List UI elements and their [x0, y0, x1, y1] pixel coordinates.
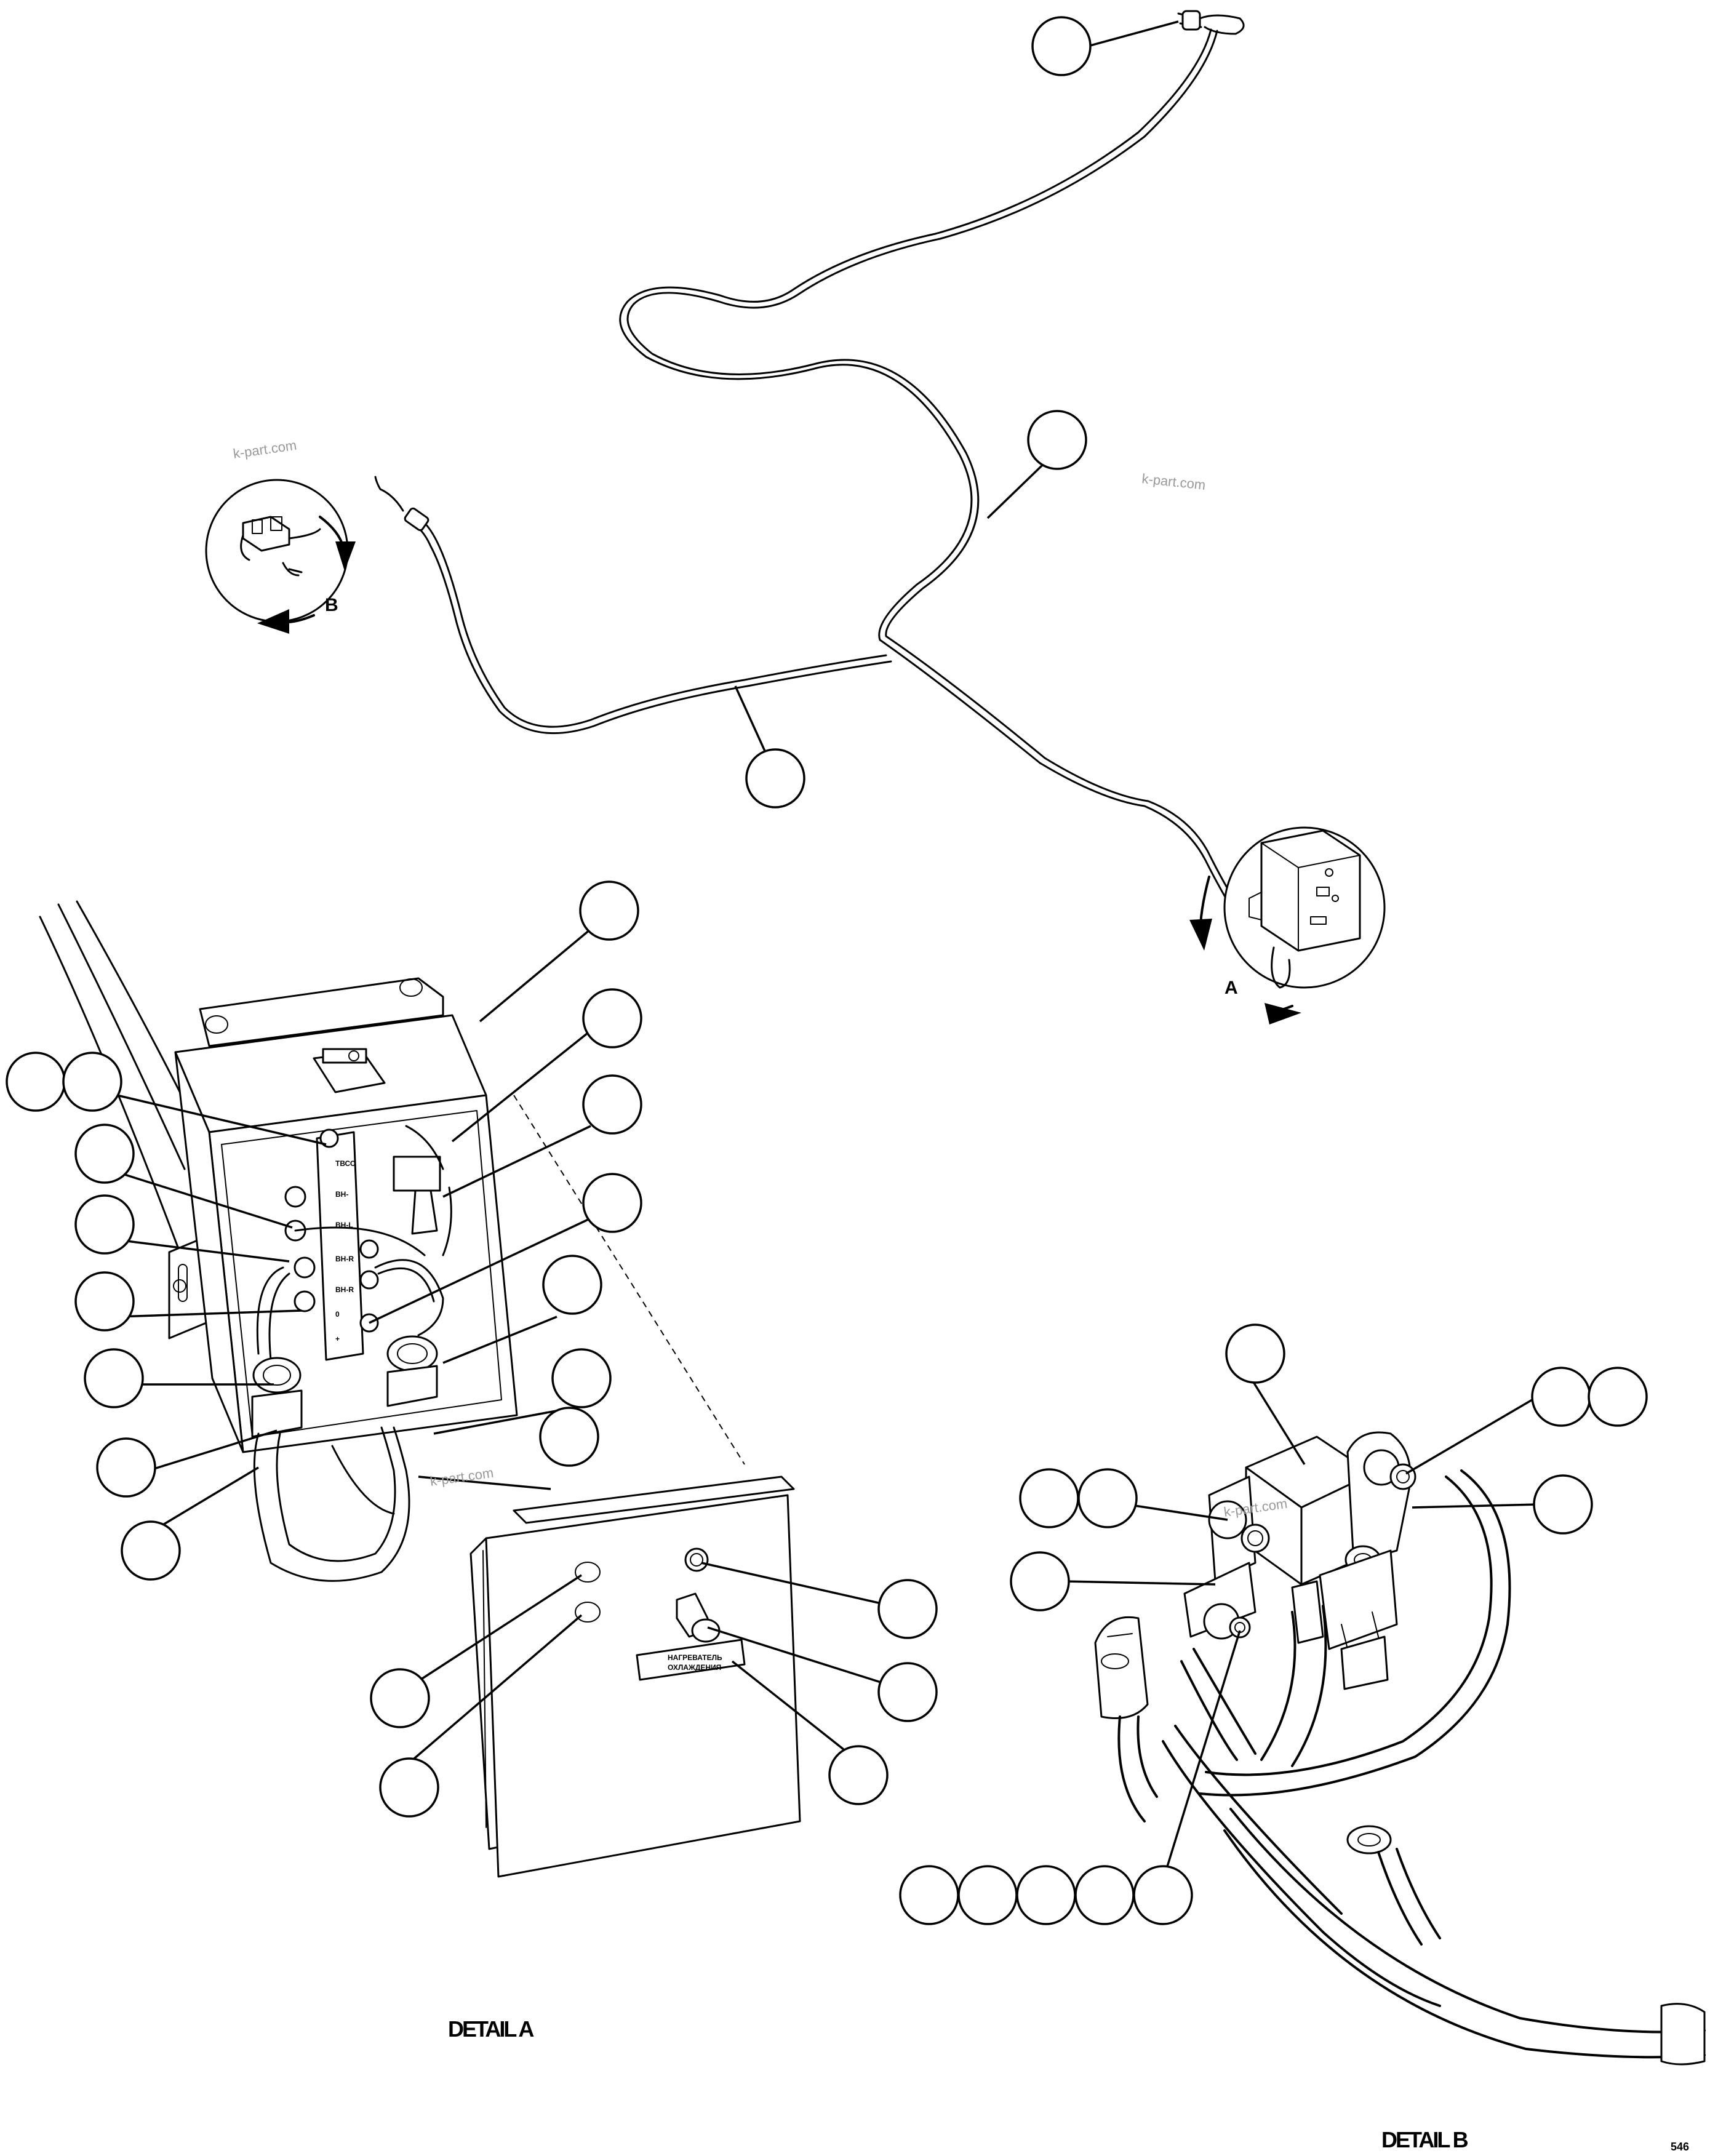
page-code: 546: [1671, 2141, 1689, 2153]
callout-marker: [542, 1255, 602, 1315]
callout-marker: [1533, 1474, 1593, 1535]
callout-marker: [899, 1865, 959, 1925]
watermark: k-part.com: [1141, 471, 1206, 493]
callout-marker: [121, 1520, 181, 1581]
callout-marker: [1225, 1324, 1285, 1384]
callout-marker: [539, 1407, 599, 1467]
terminal-label-6: +: [335, 1335, 340, 1343]
terminal-label-5: 0: [335, 1310, 340, 1319]
callout-marker: [1588, 1367, 1648, 1427]
callout-marker: [582, 988, 642, 1048]
leader-lines: [116, 20, 1539, 1871]
view-b-label: B: [325, 595, 338, 615]
callout-marker: [96, 1437, 156, 1498]
callout-marker: [6, 1052, 66, 1112]
callout-marker: [1016, 1865, 1076, 1925]
main-harness: [374, 10, 1281, 980]
detail-b-relay: [1094, 1431, 1706, 2066]
view-b-inset: B: [205, 479, 356, 634]
callout-marker: [1031, 16, 1092, 76]
callout-marker: [877, 1579, 938, 1639]
terminal-label-3: ВН-R: [335, 1255, 354, 1263]
nameplate-line-2: ОХЛАЖДЕНИЯ: [668, 1663, 721, 1672]
callout-marker: [74, 1194, 135, 1255]
callout-marker: [1010, 1551, 1070, 1611]
callout-marker: [1531, 1367, 1591, 1427]
callout-marker: [582, 1074, 642, 1135]
detail-a-cover: НАГРЕВАТЕЛЬ ОХЛАЖДЕНИЯ: [469, 1475, 801, 1878]
callout-marker: [84, 1348, 144, 1408]
nameplate-line-1: НАГРЕВАТЕЛЬ: [668, 1653, 722, 1662]
callout-marker: [579, 880, 639, 941]
callout-marker: [62, 1052, 122, 1112]
callout-marker: [370, 1668, 430, 1728]
view-a-label: A: [1225, 978, 1238, 998]
terminal-label-0: ТВСО: [335, 1159, 356, 1168]
callout-marker: [877, 1662, 938, 1722]
callouts: [6, 16, 1648, 1925]
watermark: k-part.com: [232, 437, 297, 461]
callout-marker: [1077, 1468, 1138, 1528]
callout-marker: [1074, 1865, 1135, 1925]
callout-marker: [957, 1865, 1018, 1925]
callout-marker: [828, 1745, 889, 1805]
detail-a-title: DETAIL A: [448, 2016, 534, 2042]
left-connector: [374, 476, 430, 532]
callout-marker: [74, 1124, 135, 1184]
top-connector: [1177, 10, 1245, 35]
callout-marker: [74, 1271, 135, 1332]
callout-marker: [745, 748, 805, 808]
enclosure-assembly: ТВСО ВН- ВН-L ВН-R ВН-R 0 +: [39, 900, 518, 1582]
callout-marker: [582, 1173, 642, 1233]
view-a-inset: A: [1189, 826, 1386, 1024]
watermark: k-part.com: [429, 1465, 494, 1489]
callout-marker: [379, 1757, 439, 1818]
callout-marker: [1027, 410, 1087, 470]
terminal-label-1: ВН-: [335, 1190, 348, 1199]
callout-marker: [551, 1348, 612, 1408]
callout-marker: [1133, 1865, 1193, 1925]
terminal-label-4: ВН-R: [335, 1285, 354, 1294]
detail-b-title: DETAIL B: [1381, 2127, 1468, 2152]
callout-marker: [1019, 1468, 1079, 1528]
